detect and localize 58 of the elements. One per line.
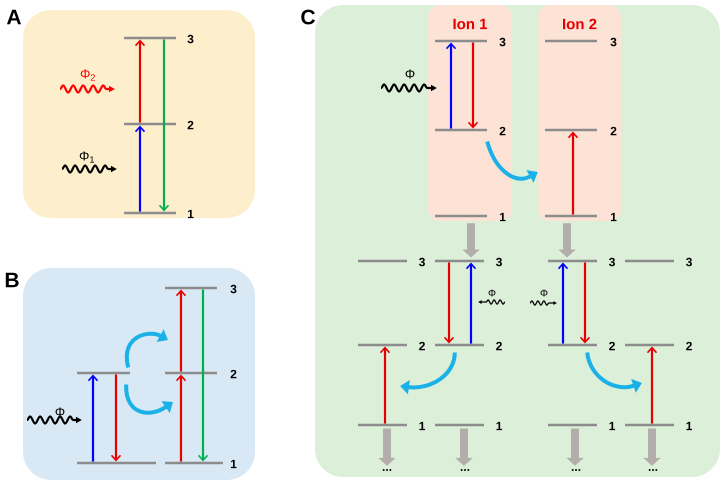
level-number: 2 <box>610 126 616 136</box>
transition-arrow <box>558 262 568 344</box>
level-number: 3 <box>418 258 425 266</box>
level-number: 1 <box>686 422 692 430</box>
transition-arrow <box>88 374 98 462</box>
photon-label: Φ <box>488 290 496 296</box>
level-number: 1 <box>500 212 506 222</box>
level-number: 2 <box>230 370 236 378</box>
level-number: 1 <box>419 422 426 430</box>
level-number: 3 <box>496 258 502 266</box>
energy-level <box>77 372 130 374</box>
level-number: 1 <box>230 460 237 468</box>
transition-arrow <box>580 262 590 344</box>
level-number: 2 <box>188 120 194 130</box>
level-number: 3 <box>686 258 692 266</box>
transition-arrow <box>380 346 390 424</box>
transition-arrow <box>568 132 578 214</box>
level-number: 2 <box>419 342 425 350</box>
transition-arrow <box>110 374 122 462</box>
panel-letter: B <box>6 272 19 288</box>
transition-arrow <box>198 290 208 462</box>
level-number: 1 <box>496 422 502 430</box>
energy-transfer-arrow <box>124 384 173 415</box>
level-number: 1 <box>610 212 617 222</box>
level-number: 2 <box>496 342 502 350</box>
photon-label: Φ <box>406 69 414 79</box>
level-number: 3 <box>187 34 194 44</box>
photon-label: Φ <box>56 407 64 417</box>
level-number: 3 <box>609 258 615 266</box>
transition-arrow <box>134 126 146 212</box>
photon-label: Φ <box>540 290 548 296</box>
level-number: 3 <box>230 284 236 294</box>
transition-arrow <box>134 40 146 122</box>
level-number: 2 <box>609 342 615 350</box>
transition-arrow <box>158 40 170 212</box>
photon-label: Φ$_{1}$ <box>80 151 94 163</box>
ellipsis-text: ... <box>460 469 470 471</box>
level-number: 1 <box>609 422 616 430</box>
transition-arrow <box>466 262 476 344</box>
transition-arrow <box>446 42 456 128</box>
level-number: 2 <box>686 342 692 350</box>
ellipsis-text: ... <box>572 469 580 471</box>
transition-arrow <box>176 290 186 372</box>
transition-arrow <box>646 346 658 424</box>
photon-label: Φ$_{2}$ <box>80 69 95 81</box>
panel-letter: C <box>301 10 315 24</box>
energy-level <box>77 462 156 464</box>
transition-arrow <box>468 42 478 128</box>
level-number: 3 <box>499 38 506 46</box>
transition-arrow <box>176 374 186 462</box>
ellipsis-text: ... <box>648 469 658 471</box>
panel-letter: A <box>6 10 22 24</box>
energy-transfer-arrow <box>124 329 168 368</box>
level-number: 2 <box>500 126 506 136</box>
transition-arrow <box>444 262 454 344</box>
level-number: 3 <box>610 38 616 46</box>
ellipsis-text: ... <box>382 469 392 471</box>
level-number: 1 <box>188 210 194 218</box>
